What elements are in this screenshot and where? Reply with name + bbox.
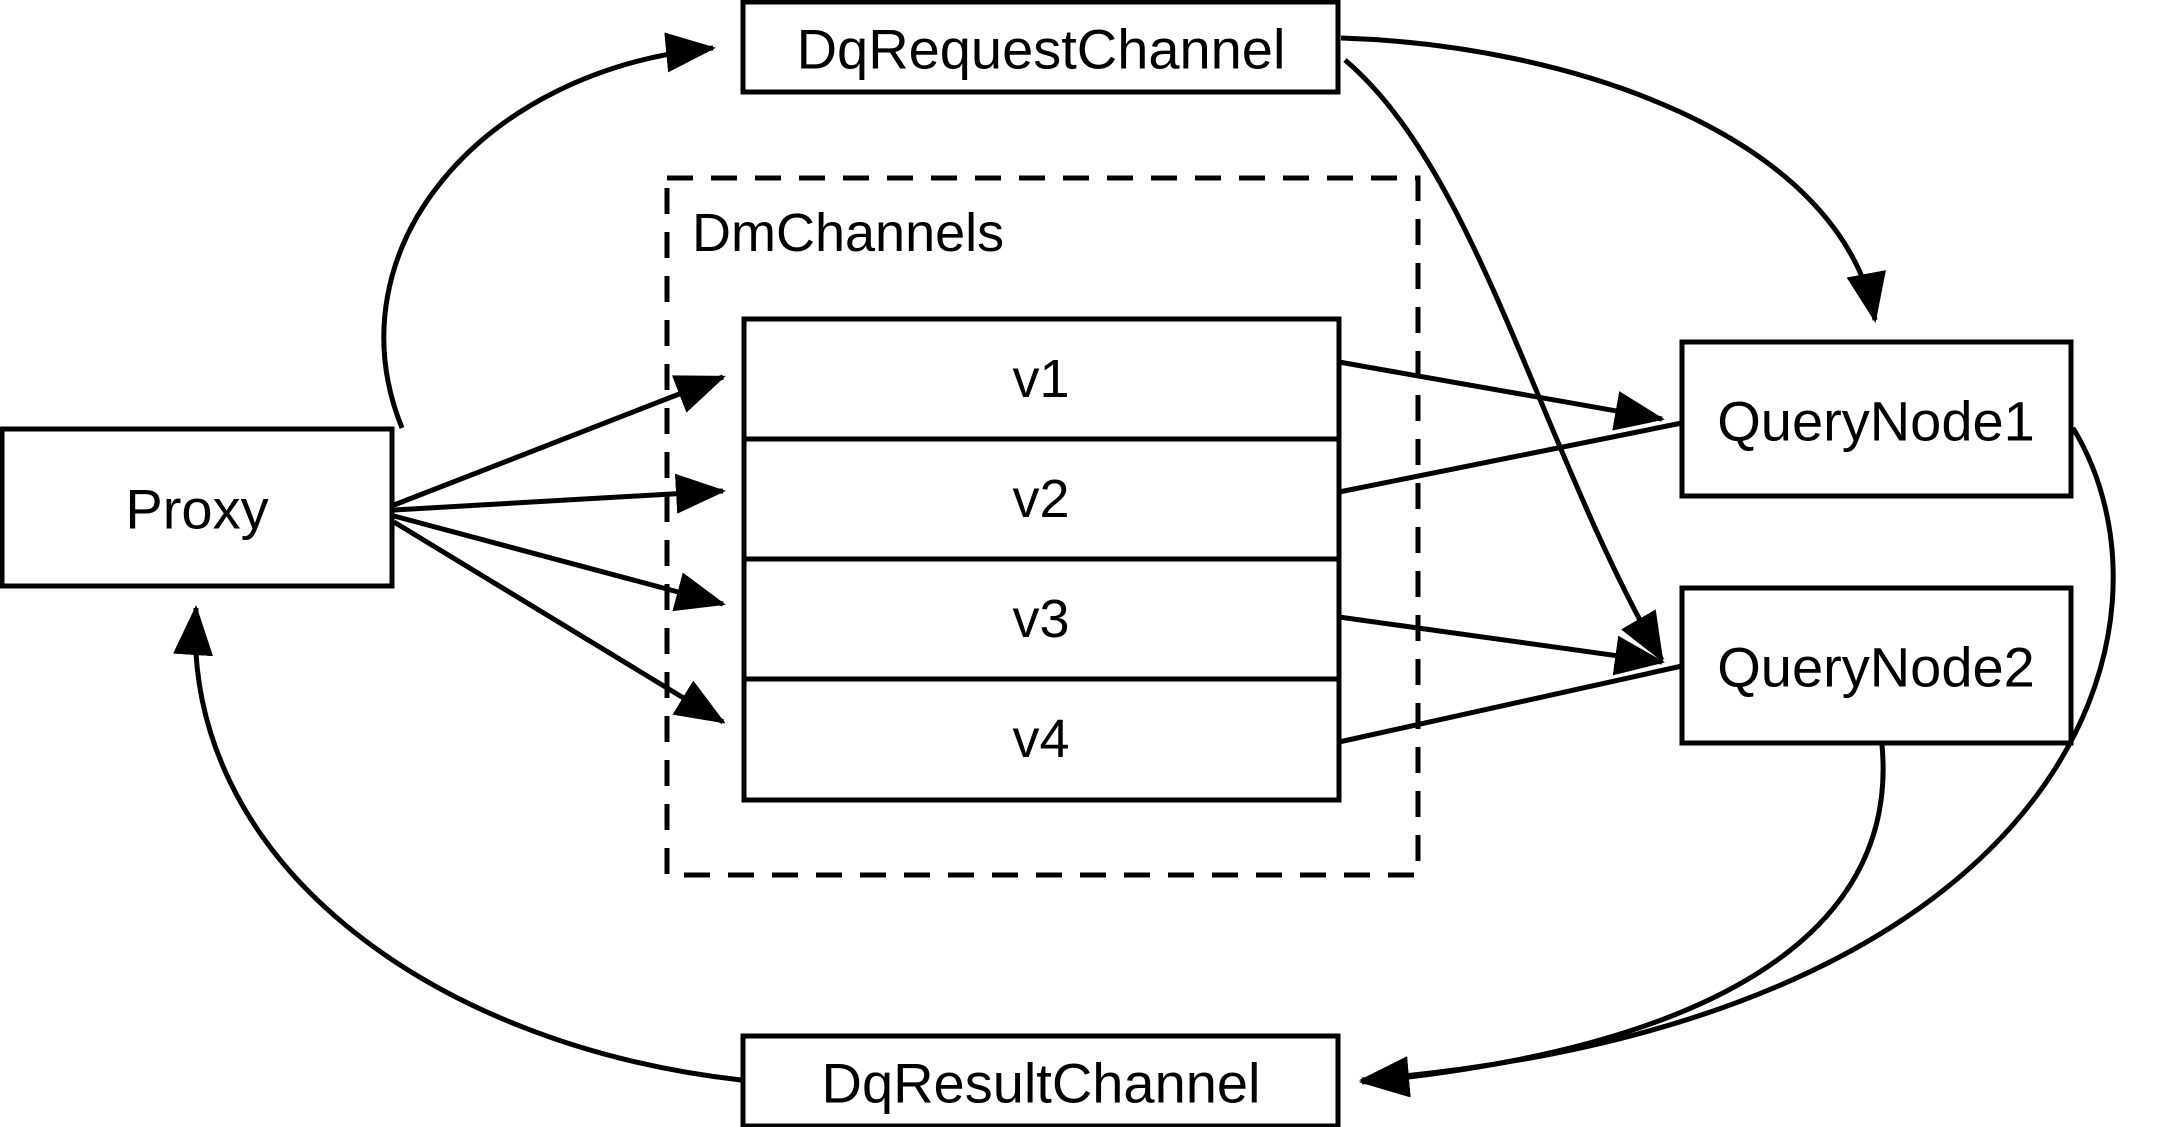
dm-channels-group: DmChannels: [664, 175, 1421, 878]
dm-channels-group-border: [664, 175, 1421, 878]
node-query-node-1-box[interactable]: [1679, 339, 2074, 499]
edge-querynode1-to-dqresult: [1359, 426, 2116, 1096]
edge-v1-to-querynode1: [1338, 359, 1665, 431]
edge-group-curved: [173, 32, 2116, 1098]
node-query-node-2-box[interactable]: [1679, 585, 2074, 746]
edge-group-proxy-to-channels: [392, 374, 726, 725]
edge-v2-to-querynode1: [1338, 420, 1683, 495]
edge-group-channels-to-querynodes: [1338, 359, 1683, 745]
edge-proxy-to-v3: [393, 513, 726, 612]
dm-channel-slot-v2[interactable]: v2: [1012, 469, 1069, 529]
edge-proxy-to-v2: [393, 473, 726, 514]
edge-proxy-to-v1: [393, 374, 726, 508]
node-proxy-label: Proxy: [125, 478, 268, 541]
dm-channels-group-label: DmChannels: [692, 203, 1004, 263]
dm-channel-slot-v4[interactable]: v4: [1012, 709, 1069, 769]
node-dq-result-channel-box[interactable]: [740, 1033, 1341, 1127]
dm-channel-slot-v1[interactable]: v1: [1012, 349, 1069, 409]
node-dq-request-channel[interactable]: DqRequestChannel: [740, 0, 1341, 95]
edge-querynode2-to-dqresult: [1359, 744, 1886, 1098]
edge-dqrequest-to-querynode2: [1343, 58, 1665, 663]
edge-dqrequest-to-querynode1: [1340, 35, 1886, 323]
node-query-node-1[interactable]: QueryNode1: [1679, 339, 2074, 499]
edge-v4-to-querynode2: [1338, 663, 1683, 745]
node-query-node-1-label: QueryNode1: [1717, 390, 2035, 453]
node-dq-request-channel-label: DqRequestChannel: [797, 18, 1286, 81]
dm-channel-stack: v1 v2 v3 v4: [741, 316, 1342, 803]
node-dq-result-channel-label: DqResultChannel: [822, 1052, 1261, 1115]
edge-v3-to-querynode2: [1338, 614, 1665, 676]
edge-dqresult-to-proxy: [173, 605, 742, 1083]
node-proxy[interactable]: Proxy: [0, 426, 395, 589]
node-proxy-box[interactable]: [0, 426, 395, 589]
node-dq-result-channel[interactable]: DqResultChannel: [740, 1033, 1341, 1127]
edge-proxy-to-v4: [392, 519, 726, 725]
node-query-node-2[interactable]: QueryNode2: [1679, 585, 2074, 746]
dm-channel-slot-v3[interactable]: v3: [1012, 589, 1069, 649]
node-dq-request-channel-box[interactable]: [740, 0, 1341, 95]
edge-proxy-to-dqrequest: [381, 32, 716, 429]
node-query-node-2-label: QueryNode2: [1717, 636, 2035, 699]
